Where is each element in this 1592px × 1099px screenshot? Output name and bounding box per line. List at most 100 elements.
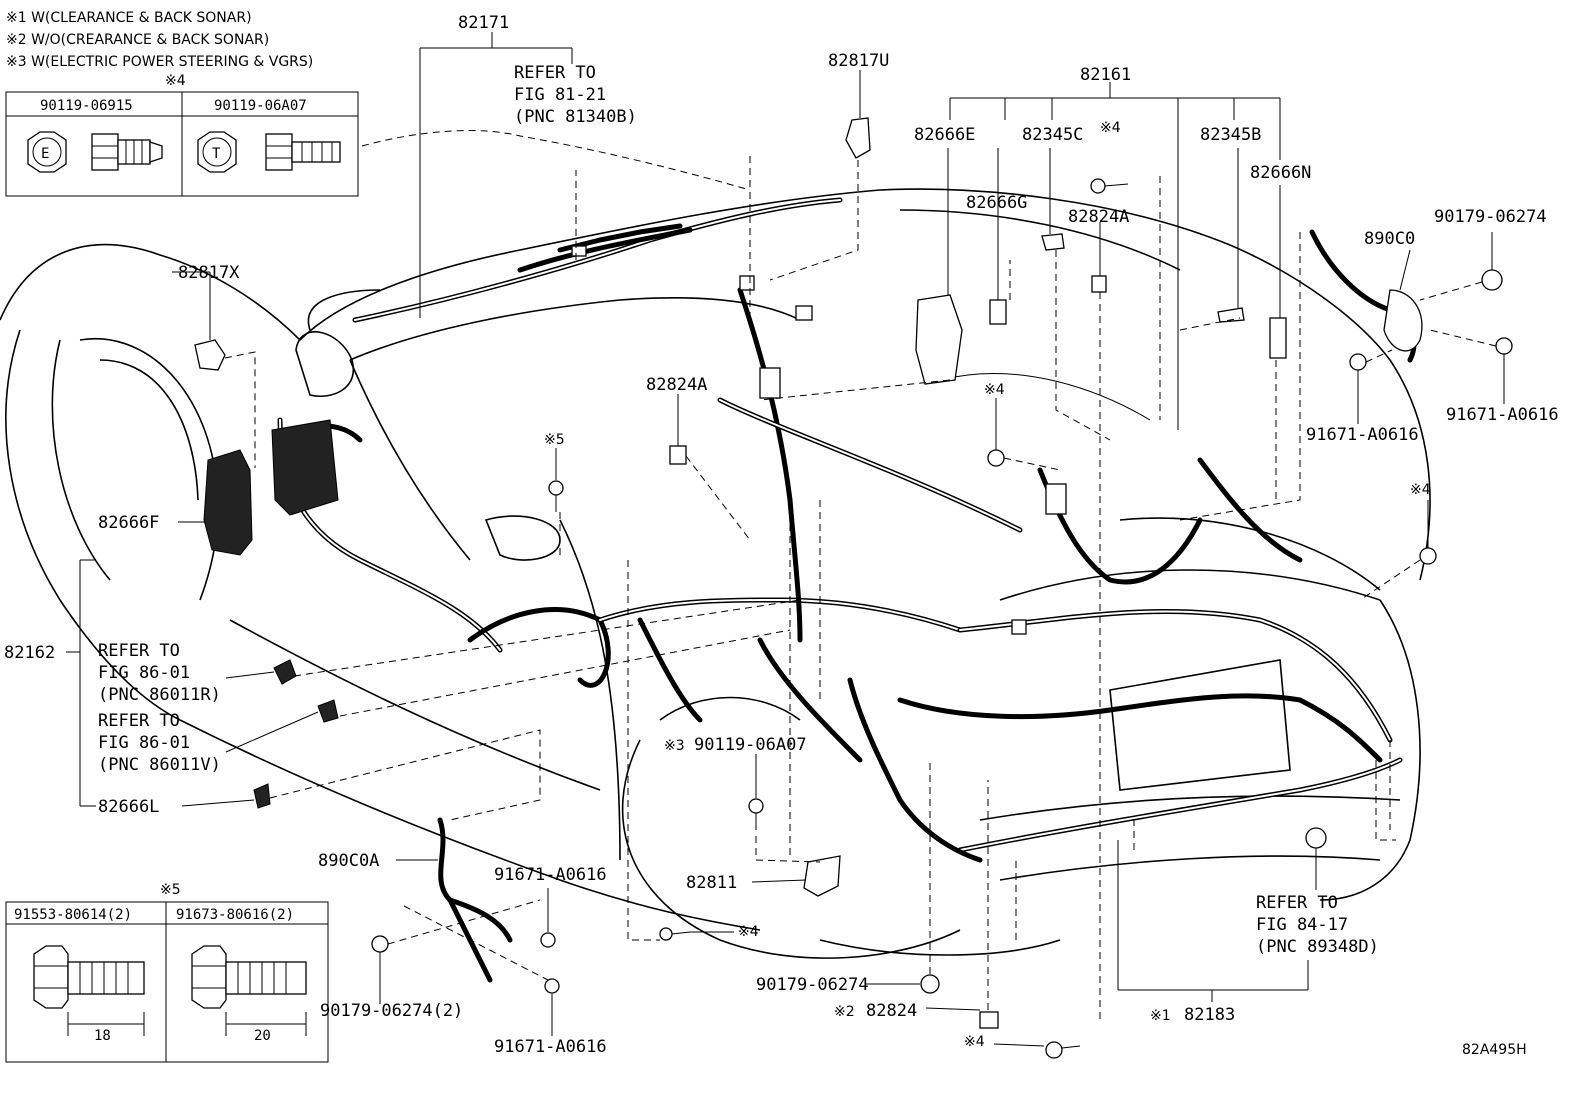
table-bottom-part-2: 91673-80616(2) bbox=[176, 907, 294, 923]
table-top-marker: ※4 bbox=[165, 73, 186, 89]
note-2: ※2 W/O(CREARANCE & BACK SONAR) bbox=[6, 32, 269, 48]
bolt-table-bottom: ※5 91553-80614(2) 91673-80616(2) 18 bbox=[5, 882, 329, 1063]
marker-5: ※5 bbox=[544, 432, 565, 448]
dim-20: 20 bbox=[254, 1028, 271, 1044]
svg-text:E: E bbox=[41, 146, 49, 162]
bolt-91671-a-icon bbox=[1349, 353, 1367, 371]
bracket-82345b-icon bbox=[1217, 307, 1245, 323]
table-top-part-1: 90119-06915 bbox=[40, 98, 133, 114]
clip-82817u-icon bbox=[845, 117, 871, 159]
svg-text:FIG 84-17: FIG 84-17 bbox=[1256, 915, 1348, 935]
svg-text:(PNC 86011V): (PNC 86011V) bbox=[98, 755, 221, 775]
label-82171: 82171 bbox=[458, 13, 509, 33]
label-82824a-top: 82824A bbox=[1068, 207, 1129, 227]
svg-text:FIG 81-21: FIG 81-21 bbox=[514, 85, 606, 105]
svg-text:T: T bbox=[212, 146, 221, 162]
refer-fig-86-01-v: REFER TO FIG 86-01 (PNC 86011V) bbox=[98, 711, 221, 775]
refer-blocks: REFER TO FIG 81-21 (PNC 81340B) REFER TO… bbox=[98, 63, 1379, 957]
marker-4-right: ※4 bbox=[1410, 482, 1431, 498]
bolt-top-icon bbox=[1090, 178, 1106, 194]
bolt-bottom-4-icon bbox=[1045, 1041, 1063, 1059]
table-top-part-2: 90119-06A07 bbox=[214, 98, 307, 114]
connector-82824-bottom-icon bbox=[979, 1011, 999, 1029]
label-91671-d: 91671-A0616 bbox=[494, 1037, 607, 1057]
label-90179-top: 90179-06274 bbox=[1434, 207, 1547, 227]
label-82666e: 82666E bbox=[914, 125, 975, 145]
marker-2: ※2 bbox=[834, 1004, 855, 1020]
dim-18: 18 bbox=[94, 1028, 111, 1044]
svg-text:REFER TO: REFER TO bbox=[514, 63, 596, 83]
nut-90179-top-icon bbox=[1481, 269, 1503, 291]
clip-86011r-icon bbox=[273, 659, 297, 685]
bolt-right-4-icon bbox=[1419, 547, 1437, 565]
marker-4-top: ※4 bbox=[1100, 120, 1121, 136]
label-82666l: 82666L bbox=[98, 797, 159, 817]
components bbox=[194, 117, 1513, 1059]
junction-block-82666e-icon bbox=[915, 294, 963, 385]
connector-82666g-icon bbox=[989, 299, 1007, 325]
label-82161: 82161 bbox=[1080, 65, 1131, 85]
label-82824-bottom: 82824 bbox=[866, 1001, 917, 1021]
junction-block-82666f-icon bbox=[203, 449, 253, 556]
connector-82824a-mid-icon bbox=[669, 445, 687, 465]
vehicle-body bbox=[0, 188, 1431, 959]
clip-86011v-icon bbox=[317, 699, 339, 723]
relay-block-icon bbox=[271, 419, 339, 516]
note-3: ※3 W(ELECTRIC POWER STEERING & VGRS) bbox=[6, 54, 313, 70]
svg-text:REFER TO: REFER TO bbox=[98, 641, 180, 661]
bolt-90119-mid-icon bbox=[748, 798, 764, 814]
connector-82666n-icon bbox=[1269, 317, 1287, 359]
bolt-bottom-left-4-icon bbox=[659, 927, 673, 941]
bolt-table-top: ※4 90119-06915 90119-06A07 E T bbox=[5, 73, 359, 197]
grommet-89348d-icon bbox=[1305, 827, 1327, 849]
svg-text:REFER TO: REFER TO bbox=[98, 711, 180, 731]
sensor-890c0-icon bbox=[1383, 289, 1423, 352]
marker-4-mid: ※4 bbox=[984, 382, 1005, 398]
marker-4-bottom-left: ※4 bbox=[738, 924, 759, 940]
label-91671-a: 91671-A0616 bbox=[1306, 425, 1419, 445]
wiring-harness bbox=[277, 197, 1417, 983]
bolt-t-icon: T bbox=[197, 131, 341, 173]
label-82811: 82811 bbox=[686, 873, 737, 893]
svg-text:(PNC 86011R): (PNC 86011R) bbox=[98, 685, 221, 705]
svg-text:(PNC 81340B): (PNC 81340B) bbox=[514, 107, 637, 127]
dashed-lines bbox=[224, 130, 1497, 1020]
bolt-91671-b-icon bbox=[1495, 337, 1513, 355]
label-82824a-mid: 82824A bbox=[646, 375, 707, 395]
bracket-82345c-icon bbox=[1041, 233, 1065, 251]
clip-82666l-icon bbox=[253, 783, 271, 809]
refer-fig-84-17: REFER TO FIG 84-17 (PNC 89348D) bbox=[1256, 893, 1379, 957]
label-82817x: 82817X bbox=[178, 263, 240, 283]
bracket-82811-icon bbox=[803, 855, 841, 897]
svg-text:FIG 86-01: FIG 86-01 bbox=[98, 733, 190, 753]
nut-90179-bottom-icon bbox=[920, 974, 940, 994]
label-82817u: 82817U bbox=[828, 51, 889, 71]
label-82345b: 82345B bbox=[1200, 125, 1261, 145]
svg-text:FIG 86-01: FIG 86-01 bbox=[98, 663, 190, 683]
bolt-5-icon bbox=[548, 480, 564, 496]
marker-4-bottom: ※4 bbox=[964, 1034, 985, 1050]
label-91671-b: 91671-A0616 bbox=[1446, 405, 1559, 425]
bolt-e-icon: E bbox=[27, 131, 163, 173]
label-82666f: 82666F bbox=[98, 513, 159, 533]
label-82666n: 82666N bbox=[1250, 163, 1311, 183]
marker-1: ※1 bbox=[1150, 1008, 1171, 1024]
bolt-mid-4-icon bbox=[987, 449, 1005, 467]
label-90179-left: 90179-06274(2) bbox=[320, 1001, 463, 1021]
label-82183: 82183 bbox=[1184, 1005, 1235, 1025]
label-82162: 82162 bbox=[4, 643, 55, 663]
leader-lines bbox=[66, 32, 1505, 1047]
label-82666g: 82666G bbox=[966, 193, 1027, 213]
table-bottom-part-1: 91553-80614(2) bbox=[14, 907, 132, 923]
marker-3: ※3 bbox=[664, 738, 685, 754]
label-890c0a: 890C0A bbox=[318, 851, 379, 871]
table-bottom-marker: ※5 bbox=[160, 882, 181, 898]
svg-text:(PNC 89348D): (PNC 89348D) bbox=[1256, 937, 1379, 957]
connector-82824a-top-icon bbox=[1091, 275, 1107, 293]
clip-82817x-icon bbox=[194, 339, 226, 371]
stud-bolt-20-icon: 20 bbox=[191, 945, 307, 1044]
label-90179-bottom: 90179-06274 bbox=[756, 975, 869, 995]
label-90119-mid: 90119-06A07 bbox=[694, 735, 807, 755]
part-labels: 82171 82817U 82161 82666E 82345C ※4 8234… bbox=[4, 13, 1559, 1058]
